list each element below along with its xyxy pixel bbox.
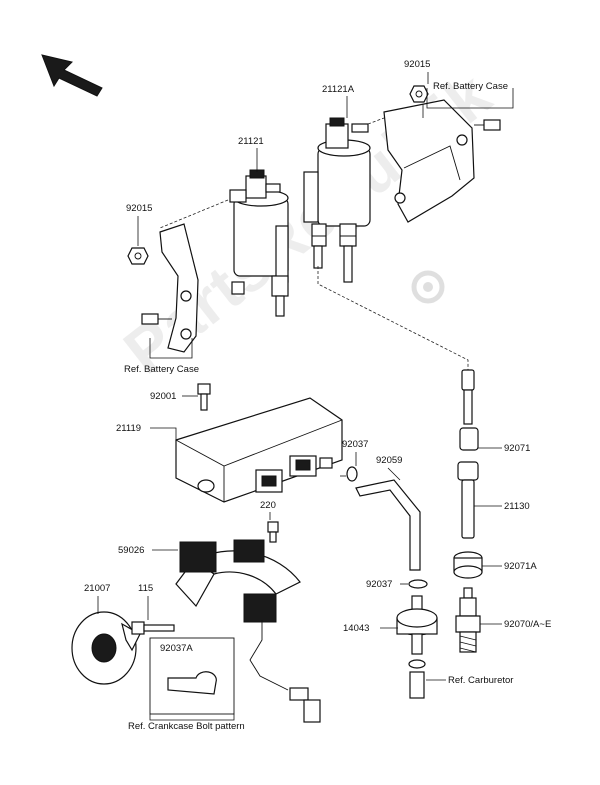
clip-92037-upper <box>346 466 358 482</box>
nut-92015-top <box>409 85 429 103</box>
label-92037-upper: 92037 <box>342 439 369 450</box>
igniter-unit-21119 <box>175 397 343 503</box>
bolt-battery-top <box>474 119 501 131</box>
ignition-coil-21121 <box>229 169 289 317</box>
battery-case-bracket-right <box>383 99 475 223</box>
label-92015-left: 92015 <box>126 203 153 214</box>
spark-plug-92070 <box>455 587 481 653</box>
label-21119: 21119 <box>116 423 142 434</box>
clamp-92037A-box <box>149 637 235 715</box>
label-92037-lower: 92037 <box>366 579 393 590</box>
label-92070: 92070/A~E <box>504 619 552 630</box>
bolt-battery-left <box>141 313 172 325</box>
label-92071: 92071 <box>504 443 531 454</box>
plug-cap-21130 <box>457 461 479 539</box>
bolt-115 <box>131 621 175 635</box>
label-220: 220 <box>260 500 276 511</box>
timing-rotor-21007 <box>71 611 141 685</box>
label-14043: 14043 <box>343 623 370 634</box>
label-ref-crankcase: Ref. Crankcase Bolt pattern <box>128 721 245 732</box>
pulser-coil-59026 <box>175 539 321 723</box>
label-59026: 59026 <box>118 545 145 556</box>
label-115: 115 <box>138 583 154 594</box>
label-ref-battery-left: Ref. Battery Case <box>124 364 199 375</box>
label-92059: 92059 <box>376 455 403 466</box>
fuel-filter-14043 <box>396 595 438 699</box>
label-21007: 21007 <box>84 583 111 594</box>
label-92015-top: 92015 <box>404 59 431 70</box>
label-92037A: 92037A <box>160 643 193 654</box>
tube-92059 <box>355 479 421 571</box>
label-ref-battery-top: Ref. Battery Case <box>433 81 508 92</box>
label-ref-carburetor: Ref. Carburetor <box>448 675 514 686</box>
clip-92037-lower <box>408 579 428 589</box>
label-21121: 21121 <box>238 136 264 147</box>
bolt-92001 <box>197 383 211 411</box>
gear-icon <box>411 270 445 304</box>
battery-case-bracket-left <box>159 223 199 353</box>
label-21121A: 21121A <box>322 84 355 95</box>
label-92071A: 92071A <box>504 561 537 572</box>
cap-92071 <box>459 427 479 451</box>
spark-plug-lead-end <box>461 369 475 425</box>
ignition-coil-21121A <box>303 117 371 283</box>
nut-92015-left <box>127 247 149 265</box>
label-92001: 92001 <box>150 391 177 402</box>
arrow-up-left-icon <box>41 54 103 97</box>
label-21130: 21130 <box>504 501 530 512</box>
seal-92071A <box>453 551 483 579</box>
bolt-220 <box>267 521 279 543</box>
